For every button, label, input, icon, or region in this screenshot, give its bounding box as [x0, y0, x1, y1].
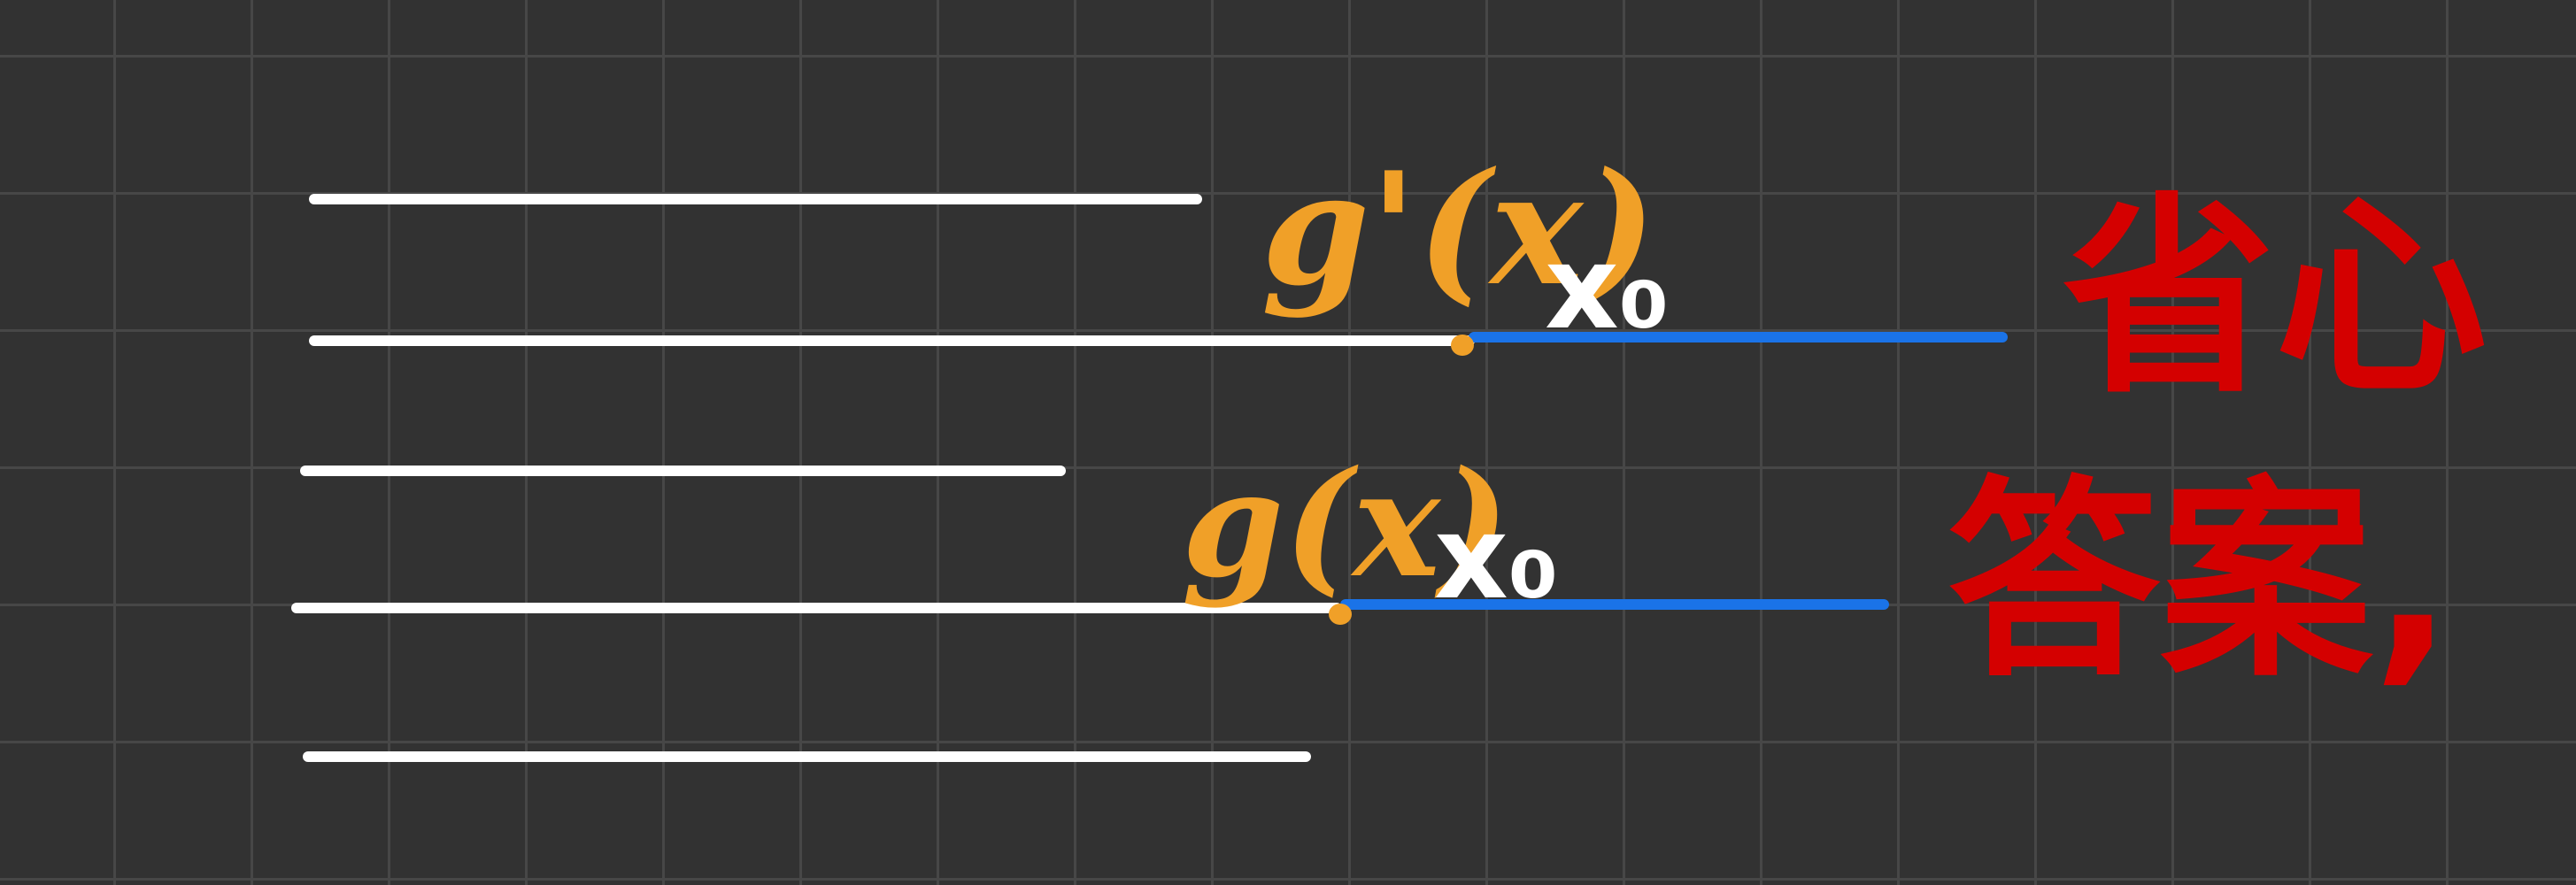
g-prime-label: g'(x) — [1261, 139, 1656, 320]
g-label: g(x) — [1182, 438, 1509, 610]
x0-label-upper: x₀ — [1545, 220, 1670, 355]
orange-dot-lower — [1329, 604, 1352, 625]
blue-segments — [1340, 332, 2008, 610]
white-lines — [291, 194, 1475, 762]
red-note-line2: 答案, — [1947, 458, 2453, 705]
x0-label-lower: x₀ — [1434, 490, 1559, 625]
red-note-line1: 省心 — [2063, 174, 2487, 422]
orange-dots — [1329, 335, 1474, 625]
orange-dot-upper — [1451, 335, 1474, 356]
